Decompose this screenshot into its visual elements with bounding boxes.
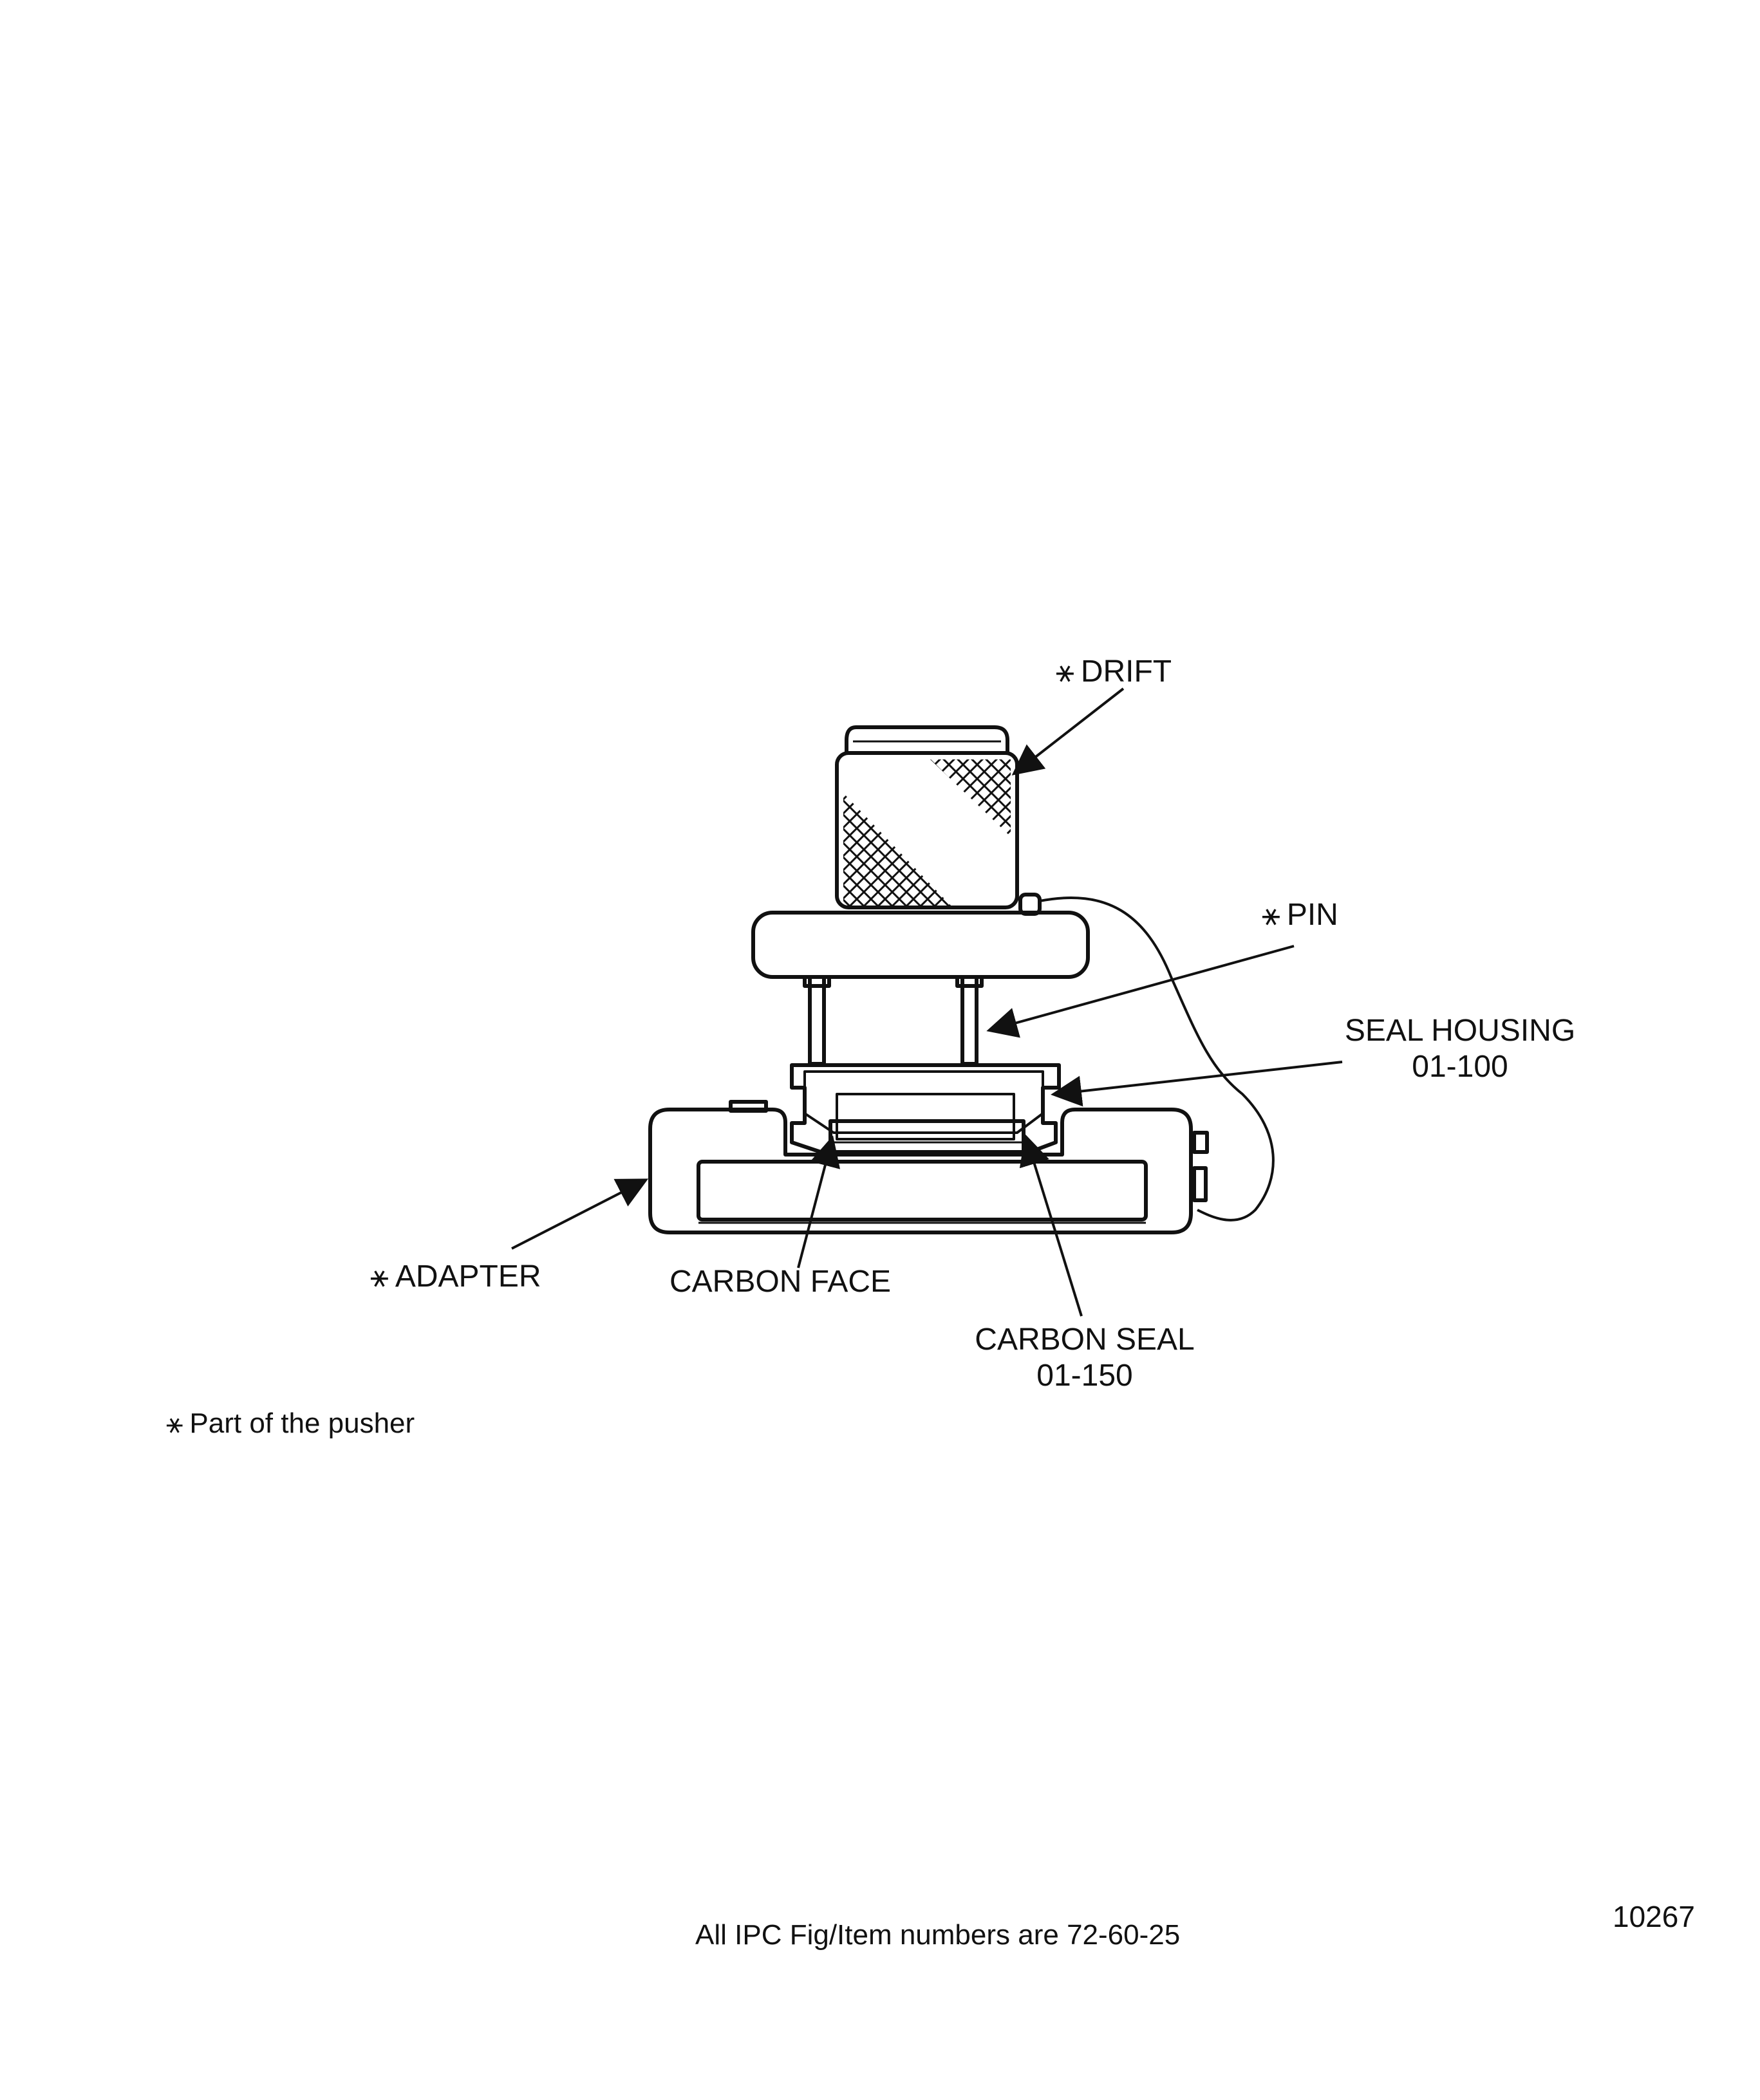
carbon-seal-name: CARBON SEAL (975, 1323, 1195, 1357)
adapter (648, 1100, 1209, 1234)
top-plate (751, 911, 1090, 979)
adapter-label: ⚹ADAPTER (370, 1259, 541, 1294)
pin-leader (986, 945, 1295, 1038)
carbon-seal-ref: 01-150 (1036, 1359, 1133, 1393)
carbon-face-label: CARBON FACE (669, 1265, 892, 1299)
seal-housing-ref: 01-100 (1412, 1050, 1508, 1084)
carbon-seal-leader (1019, 1134, 1083, 1317)
pins (803, 975, 984, 1066)
cable (1039, 897, 1275, 1222)
pin-label: ⚹PIN (1262, 898, 1338, 932)
drift-label: ⚹DRIFT (1056, 655, 1172, 689)
seal-housing-label: SEAL HOUSING 01-100 (1331, 1016, 1589, 1083)
adapter-leader (511, 1178, 649, 1250)
drift-leader (1011, 687, 1125, 776)
pusher-marker-icon: ⚹ (1262, 898, 1280, 932)
legend-note: ⚹Part of the pusher (166, 1408, 415, 1439)
figure-number: 10267 (1613, 1900, 1695, 1933)
seal-housing-name: SEAL HOUSING (1344, 1014, 1576, 1048)
drift-cylinder (835, 725, 1019, 909)
pusher-marker-icon: ⚹ (1056, 655, 1074, 689)
pusher-marker-icon: ⚹ (166, 1408, 183, 1439)
carbon-face-leader (797, 1135, 841, 1268)
carbon-seal-label: CARBON SEAL 01-150 (959, 1324, 1210, 1391)
carbon-seal (829, 1119, 1025, 1154)
seal-housing-leader (1051, 1061, 1343, 1107)
ipc-note: All IPC Fig/Item numbers are 72-60-25 (695, 1919, 1181, 1951)
pusher-marker-icon: ⚹ (370, 1259, 389, 1294)
